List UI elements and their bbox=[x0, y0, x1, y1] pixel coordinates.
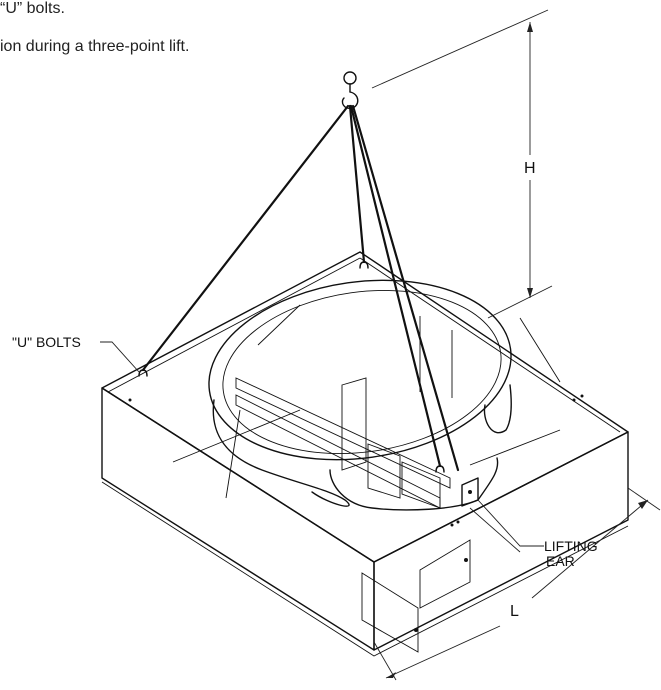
frame-bar-1 bbox=[235, 377, 451, 489]
box-left-face bbox=[101, 387, 375, 651]
box-flange-left bbox=[107, 257, 361, 393]
seam-4 bbox=[519, 317, 561, 383]
ring-inner bbox=[222, 289, 502, 455]
length-arrow-left bbox=[386, 672, 396, 678]
cable-front-b bbox=[351, 104, 460, 472]
length-line-upper bbox=[531, 499, 649, 599]
length-ext-right bbox=[627, 487, 661, 511]
length-arrow-right bbox=[638, 500, 648, 509]
lifting-ear-leader-2 bbox=[469, 507, 521, 553]
box-flange-right bbox=[359, 257, 621, 433]
cable-front-a bbox=[349, 104, 442, 468]
access-panel-left bbox=[361, 572, 419, 653]
ring-cutaway bbox=[329, 457, 499, 511]
box-top-face bbox=[101, 251, 629, 563]
hook-eye bbox=[343, 71, 357, 85]
u-bolts-leader bbox=[100, 341, 140, 373]
ring-right-lip bbox=[483, 384, 512, 434]
cable-left bbox=[141, 104, 350, 372]
frame-plate bbox=[341, 377, 367, 471]
cable-back bbox=[348, 104, 366, 264]
height-ext-top bbox=[371, 9, 549, 89]
u-bolts-label: "U" BOLTS bbox=[12, 334, 81, 350]
bolt-dot-5 bbox=[128, 398, 132, 402]
lifting-cables bbox=[141, 104, 460, 472]
u-bolts-callout: "U" BOLTS bbox=[12, 334, 140, 373]
height-arrow-bottom bbox=[527, 288, 533, 298]
lifting-ear-leader bbox=[477, 499, 544, 547]
lifting-ear-label-2: EAR bbox=[546, 553, 575, 569]
crane-hook bbox=[341, 71, 359, 110]
frame-block-2 bbox=[401, 461, 441, 509]
ring-lower-band bbox=[212, 399, 350, 507]
bolt-dot-2 bbox=[580, 394, 584, 398]
caption-line-2: ion during a three-point lift. bbox=[0, 38, 190, 55]
seam-5 bbox=[257, 304, 301, 346]
lifting-ear-label-1: LIFTING bbox=[544, 538, 598, 554]
seam-3 bbox=[469, 429, 561, 466]
height-ext-bottom bbox=[487, 285, 553, 319]
length-label: L bbox=[510, 603, 519, 620]
bolt-dot-4 bbox=[456, 520, 460, 524]
length-line-lower bbox=[385, 625, 501, 679]
shroud-ring bbox=[208, 279, 512, 511]
seam-1 bbox=[172, 409, 301, 463]
frame-block-1 bbox=[367, 443, 401, 499]
panel-latch bbox=[414, 628, 418, 632]
length-dimension: L bbox=[373, 487, 661, 681]
access-panel-right bbox=[419, 539, 471, 609]
bolt-dot-1 bbox=[572, 398, 576, 402]
length-ext-left bbox=[373, 641, 397, 681]
base-box bbox=[101, 251, 629, 657]
lifting-ear-callout: LIFTING EAR bbox=[469, 499, 598, 569]
panel-latch-2 bbox=[464, 558, 468, 562]
ring-outer bbox=[208, 279, 512, 461]
inner-frame bbox=[235, 316, 479, 509]
lifting-ear-hole bbox=[468, 490, 472, 494]
height-label: H bbox=[524, 160, 536, 177]
height-dimension: H bbox=[371, 9, 553, 319]
bolt-dot-3 bbox=[450, 523, 454, 527]
height-arrow-top bbox=[527, 22, 533, 32]
box-right-face bbox=[373, 431, 629, 651]
box-bottom-lip bbox=[101, 481, 629, 657]
caption-line-1: “U” bolts. bbox=[0, 0, 65, 17]
